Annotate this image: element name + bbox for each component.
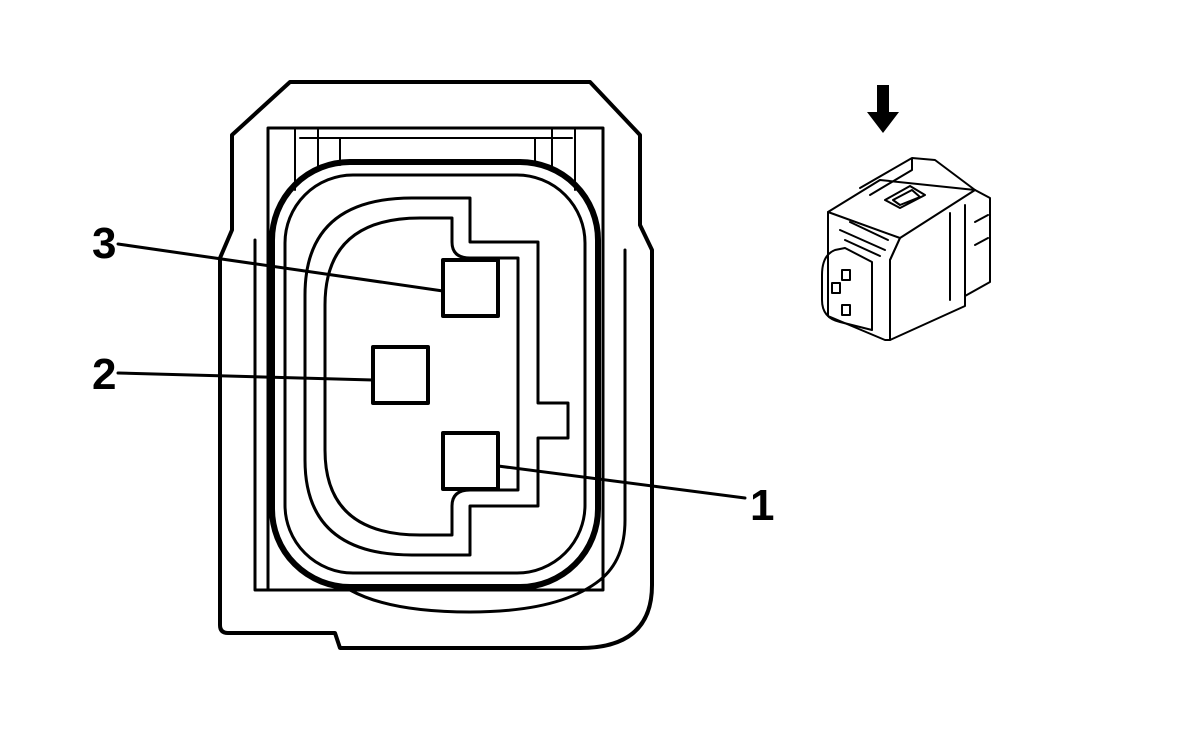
iso-front-face <box>827 211 901 341</box>
iso-cavity-c <box>841 304 851 316</box>
connector-lower-shell <box>253 238 627 614</box>
iso-cavity-b <box>831 282 841 294</box>
pin-2-label: 2 <box>92 350 116 399</box>
iso-front-opening <box>821 247 873 331</box>
connector-isometric-view <box>821 85 991 341</box>
iso-top-face <box>827 179 976 239</box>
connector-seal-outer <box>269 159 601 590</box>
connector-outer-housing <box>218 80 654 650</box>
iso-cavity-a <box>841 269 851 281</box>
terminal-insert-outer <box>303 196 570 557</box>
iso-right-ribs <box>949 204 989 301</box>
connector-inner-frame <box>266 126 605 592</box>
iso-latch <box>884 185 926 209</box>
pin-1-cavity <box>441 431 500 491</box>
connector-seal-inner <box>283 173 587 575</box>
terminal-insert-inner <box>323 216 520 537</box>
iso-top-ridge <box>859 157 976 196</box>
pin-3-label: 3 <box>92 219 116 268</box>
pin-2-cavity <box>371 345 430 405</box>
pin-2-leader-line <box>116 371 375 382</box>
connector-face-view: 3 2 1 <box>92 80 774 650</box>
pin-1-leader-line <box>496 464 747 500</box>
pin-1-label: 1 <box>750 481 774 530</box>
pin-3-leader-line <box>116 242 445 293</box>
iso-front-slots <box>839 221 889 257</box>
arrow-down-icon <box>867 85 899 133</box>
pin-3-cavity <box>441 258 500 318</box>
